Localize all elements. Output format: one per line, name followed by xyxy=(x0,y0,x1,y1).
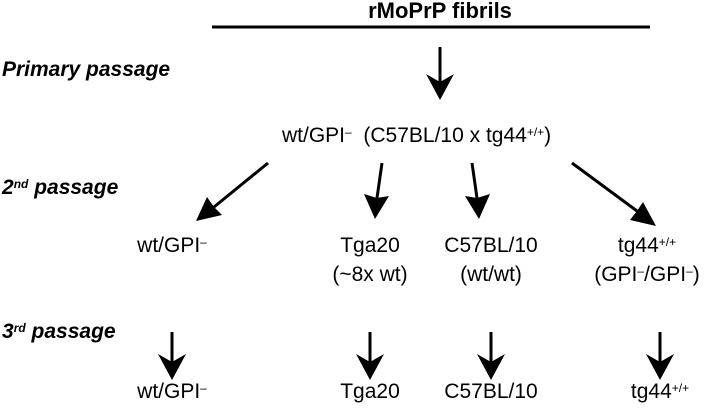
tg44-sub-a: (GPI xyxy=(594,263,638,286)
stage-label-second: 2nd passage xyxy=(2,176,118,200)
third-node-tg44-name: tg44 xyxy=(630,380,672,403)
second-node-tg44-sub: (GPI–/GPI–) xyxy=(594,263,700,287)
third-node-tga20-name: Tga20 xyxy=(340,380,400,403)
second-node-c57bl10-sub: (wt/wt) xyxy=(460,263,522,286)
arrowhead-third-tga20 xyxy=(356,354,384,380)
tg44-sub-c: ) xyxy=(692,263,700,286)
arrow-second-c57 xyxy=(470,162,479,199)
third-node-wt-gpi-name: wt/GPI xyxy=(137,380,201,403)
arrow-second-tga20 xyxy=(375,162,384,199)
second-node-wt-gpi: wt/GPI– xyxy=(137,234,207,258)
arrowhead-second-tg44 xyxy=(630,202,656,226)
third-node-wt-gpi: wt/GPI– xyxy=(137,380,207,404)
arrowhead-third-tg44 xyxy=(646,354,674,380)
second-node-tg44-name: tg44 xyxy=(617,234,659,257)
arrowhead-third-wt xyxy=(158,354,186,380)
stage-third-sup: rd xyxy=(13,321,26,335)
primary-node-main: wt/GPI xyxy=(282,124,346,147)
second-node-tg44: tg44+/+ (GPI–/GPI–) xyxy=(594,234,700,287)
third-node-c57bl10: C57BL/10 xyxy=(444,380,537,404)
tg44-sub-sup2: – xyxy=(686,264,693,278)
third-node-tg44: tg44+/+ xyxy=(631,380,689,404)
second-node-wt-gpi-name: wt/GPI xyxy=(137,234,201,257)
primary-node-cross: (C57BL/10 x tg44 xyxy=(363,124,527,147)
third-node-tga20: Tga20 xyxy=(340,380,400,404)
arrowhead-second-wt xyxy=(196,197,222,221)
arrowhead-third-c57 xyxy=(477,354,505,380)
third-node-c57bl10-name: C57BL/10 xyxy=(444,380,538,403)
primary-node-cross-sup: +/+ xyxy=(526,125,545,139)
tg44-sub-b: /GPI xyxy=(644,263,687,286)
stage-third-rest: passage xyxy=(25,320,116,343)
stage-primary-text: Primary passage xyxy=(2,58,171,81)
stage-second-rest: passage xyxy=(28,176,119,199)
second-node-wt-gpi-sup: – xyxy=(200,235,207,249)
diagram-title: rMoPrP fibrils xyxy=(368,0,512,23)
second-node-c57bl10: C57BL/10 (wt/wt) xyxy=(444,234,537,287)
stage-second-sup: nd xyxy=(13,177,29,191)
arrowhead-second-tga20 xyxy=(364,194,389,219)
arrowhead-primary xyxy=(426,74,454,100)
primary-node-main-sup: – xyxy=(345,125,352,139)
stage-second-num: 2 xyxy=(2,176,14,199)
primary-node: wt/GPI– (C57BL/10 x tg44+/+) xyxy=(282,124,551,148)
second-node-tga20-sub: (~8x wt) xyxy=(332,263,408,286)
second-node-tg44-name-line: tg44+/+ xyxy=(594,234,700,258)
second-node-tga20-name: Tga20 xyxy=(340,234,400,257)
second-node-c57bl10-name: C57BL/10 xyxy=(444,234,538,257)
third-node-tg44-sup: +/+ xyxy=(671,381,690,395)
third-node-wt-gpi-sup: – xyxy=(200,381,207,395)
second-node-tga20: Tga20 (~8x wt) xyxy=(332,234,407,287)
arrowhead-second-c57 xyxy=(465,194,490,219)
tg44-sub-sup1: – xyxy=(637,264,645,278)
primary-node-cross-suffix: ) xyxy=(544,124,552,147)
stage-label-third: 3rd passage xyxy=(2,320,116,344)
arrow-second-tg44 xyxy=(571,161,638,213)
second-node-tg44-sup: +/+ xyxy=(658,235,677,249)
arrow-second-wt xyxy=(213,161,269,209)
stage-label-primary: Primary passage xyxy=(2,58,170,82)
title-text: rMoPrP fibrils xyxy=(368,0,512,23)
stage-third-num: 3 xyxy=(2,320,14,343)
